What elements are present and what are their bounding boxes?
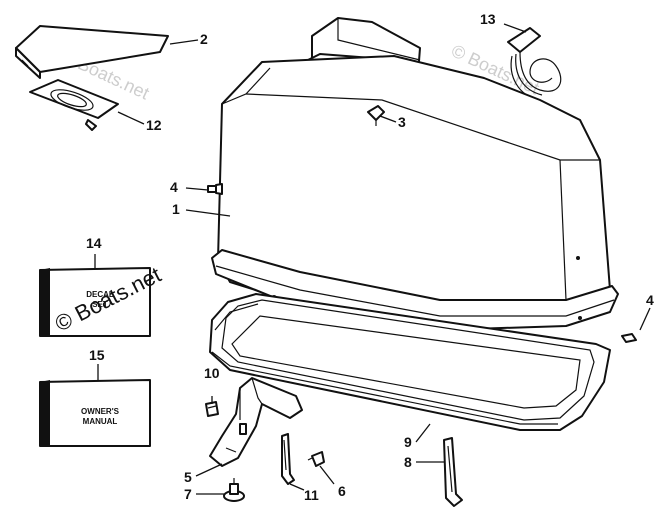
callout-3: 3 [398, 114, 406, 130]
callout-8: 8 [404, 454, 412, 470]
part-11-strap [281, 433, 295, 485]
owners-manual-line1: OWNER'S [81, 407, 120, 416]
part-3-fastener [367, 105, 385, 126]
part-10-clip [205, 401, 219, 417]
part-14-decal-set-box: DECAL SET [39, 267, 151, 337]
owners-manual-line2: MANUAL [83, 417, 118, 426]
callout-14: 14 [86, 235, 102, 251]
callout-4-right: 4 [646, 292, 654, 308]
part-12-grommet-plate [29, 79, 119, 131]
part-5-bracket [209, 377, 303, 467]
part-15-owners-manual-box: OWNER'S MANUAL [39, 379, 151, 447]
callout-10: 10 [204, 365, 220, 381]
part-9-seal-ring [209, 293, 611, 431]
part-4-screw-right [621, 333, 637, 343]
callout-1: 1 [172, 201, 180, 217]
decal-set-line2: SET [92, 300, 108, 309]
part-1-engine-hood [211, 17, 619, 331]
callout-6: 6 [338, 483, 346, 499]
callout-12: 12 [146, 117, 162, 133]
part-2-cover-plate [15, 25, 169, 79]
part-6-bolt [307, 451, 325, 467]
callout-15: 15 [89, 347, 105, 363]
callout-5: 5 [184, 469, 192, 485]
decal-set-line1: DECAL [86, 290, 114, 299]
callout-9: 9 [404, 434, 412, 450]
leader-lines [94, 23, 651, 495]
callout-7: 7 [184, 486, 192, 502]
callout-11: 11 [304, 487, 319, 503]
part-7-knob [223, 478, 245, 502]
callout-13: 13 [480, 11, 496, 27]
part-4-screw-left [207, 183, 223, 195]
part-8-strap [443, 437, 463, 507]
callout-2: 2 [200, 31, 208, 47]
callout-4-left: 4 [170, 179, 178, 195]
